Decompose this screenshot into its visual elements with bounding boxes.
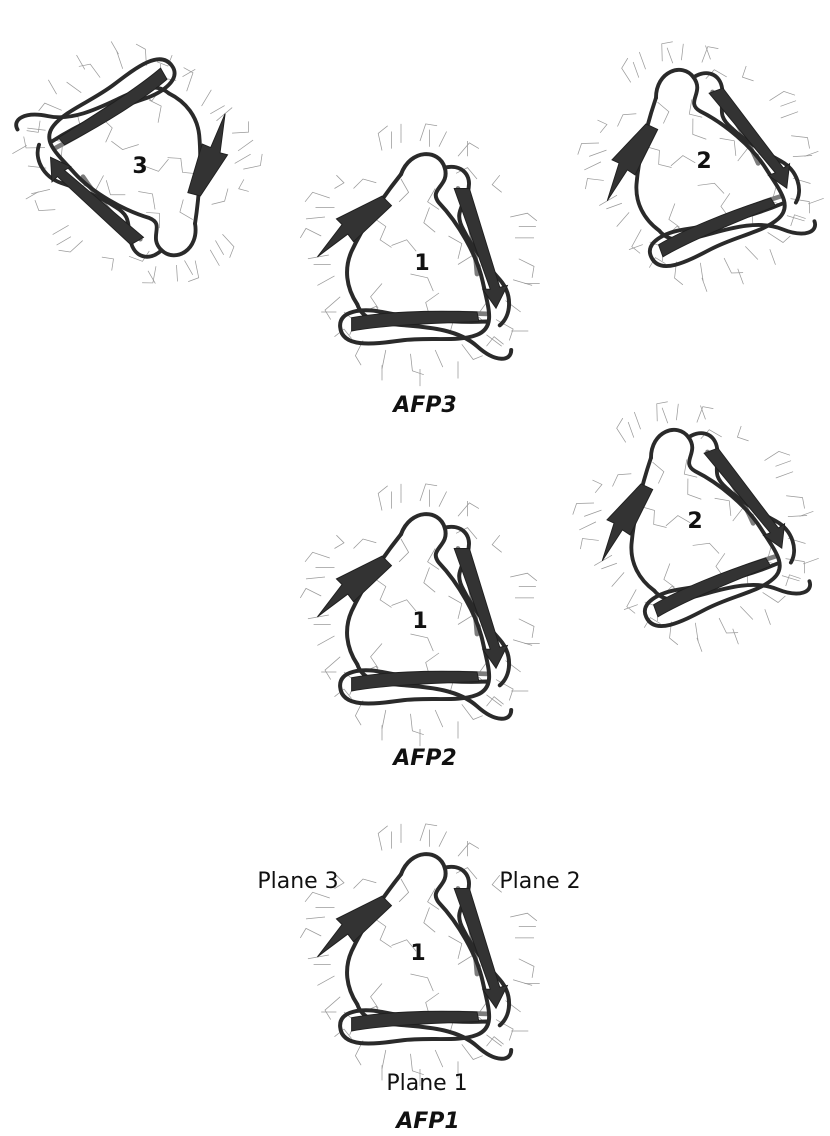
structure-label-afp3-plane1: 1 [414, 251, 429, 276]
caption-afp3: AFP3 [391, 393, 457, 418]
structure-label-afp2-plane2: 2 [687, 509, 702, 534]
caption-afp2: AFP2 [391, 746, 457, 771]
structure-label-afp3-plane3: 3 [132, 154, 147, 179]
structure-label-afp1-plane1: 1 [410, 941, 425, 966]
plane-1-label: Plane 1 [386, 1071, 467, 1096]
structure-afp2-plane2 [543, 366, 830, 684]
structure-afp3-plane3 [0, 0, 304, 333]
plane-2-label: Plane 2 [499, 869, 580, 894]
structure-afp3-plane2 [548, 6, 830, 324]
structure-label-afp3-plane2: 2 [696, 149, 711, 174]
structure-label-afp2-plane1: 1 [412, 609, 427, 634]
plane-3-label: Plane 3 [257, 869, 338, 894]
caption-afp1: AFP1 [394, 1109, 460, 1134]
